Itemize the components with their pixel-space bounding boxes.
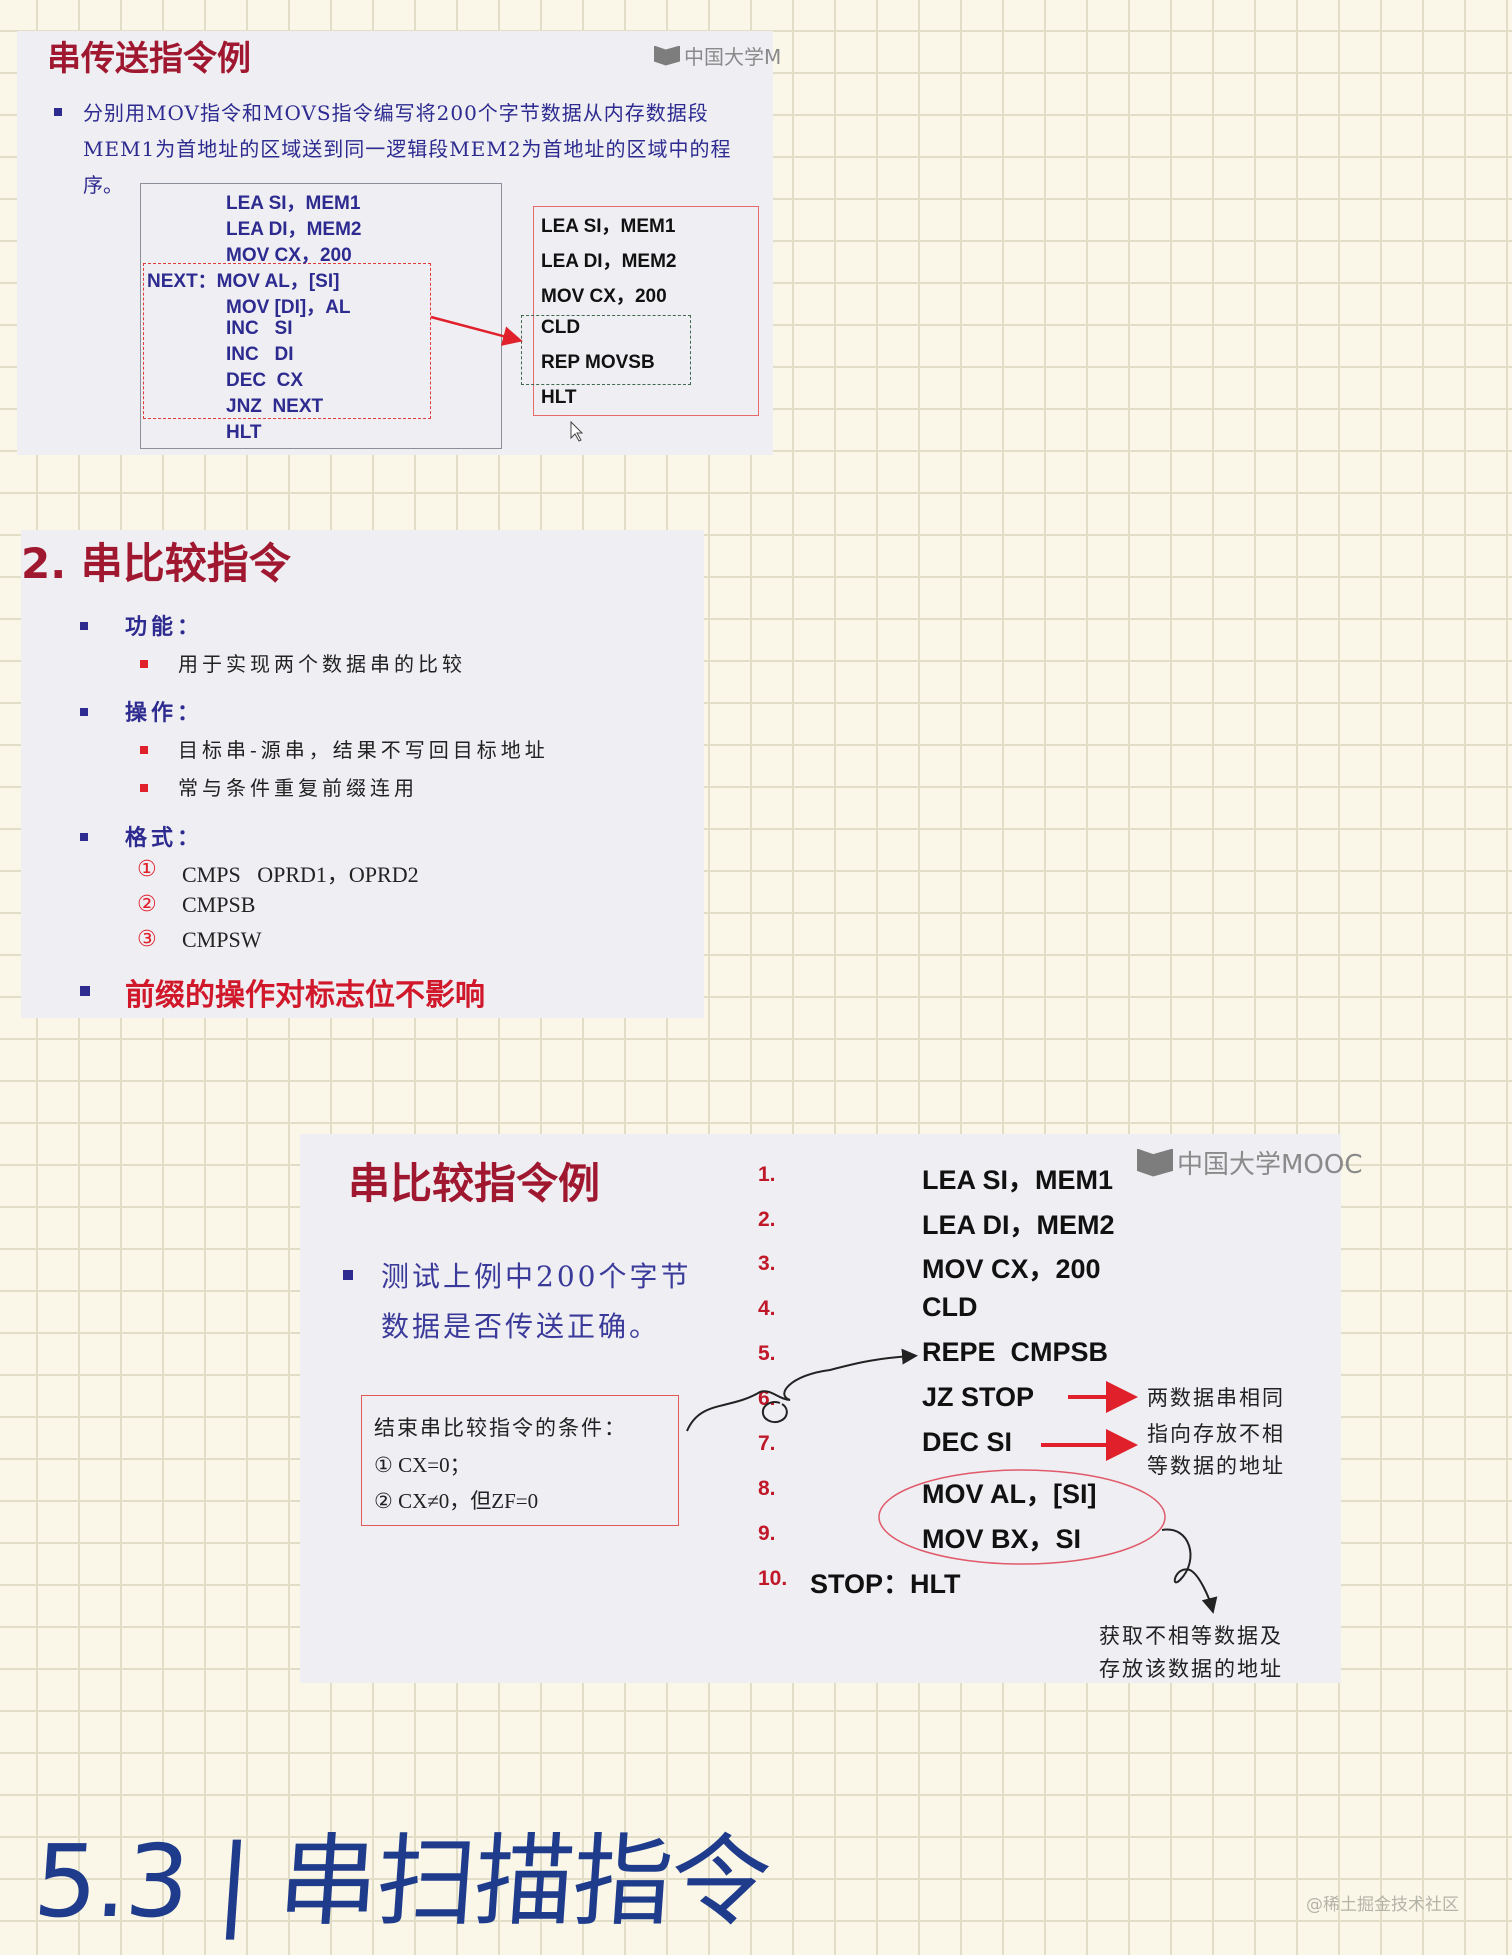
end-condition-1: 结束串比较指令的条件： xyxy=(374,1416,627,1440)
highlight-ellipse xyxy=(878,1469,1166,1565)
left-code-1: LEA SI，MEM1 xyxy=(226,193,361,214)
format-text-3: CMPSW xyxy=(182,927,262,952)
end-condition-3: ② CX≠0，但ZF=0 xyxy=(374,1489,539,1513)
left-code-4: NEXT：MOV AL，[SI] xyxy=(147,271,340,292)
line-num-7: 7. xyxy=(758,1432,776,1455)
left-code-8: DEC CX xyxy=(226,370,304,391)
code-line-5: REPE CMPSB xyxy=(922,1337,1109,1367)
left-code-2: LEA DI，MEM2 xyxy=(226,219,362,240)
red-bullet-icon xyxy=(140,784,148,792)
slide1-text-2: MEM1为首地址的区域送到同一逻辑段MEM2为首地址的区域中的程 xyxy=(83,137,732,161)
slide1-text-3: 序。 xyxy=(83,173,123,197)
format-text-2: CMPSB xyxy=(182,892,256,917)
right-code-5: REP MOVSB xyxy=(541,352,655,373)
slide1-text-1: 分别用MOV指令和MOVS指令编写将200个字节数据从内存数据段 xyxy=(83,101,709,125)
format-num-2: ② xyxy=(137,892,157,917)
line-num-5: 5. xyxy=(758,1342,776,1365)
mooc-logo-icon xyxy=(654,45,680,66)
annot-right-3: 等数据的地址 xyxy=(1147,1454,1285,1478)
code-line-6: JZ STOP xyxy=(922,1382,1035,1412)
operation-item-2: 常与条件重复前缀连用 xyxy=(178,776,418,800)
annot-right-2: 指向存放不相 xyxy=(1147,1422,1285,1446)
watermark: @稀土掘金技术社区 xyxy=(1306,1895,1459,1915)
operation-item-1: 目标串-源串，结果不写回目标地址 xyxy=(178,738,549,762)
end-condition-box xyxy=(361,1395,679,1526)
format-num-1: ① xyxy=(137,857,157,882)
bullet-icon xyxy=(54,108,62,116)
prefix-note: 前缀的操作对标志位不影响 xyxy=(125,978,485,1013)
slide-string-compare: 2. 串比较指令 功能： 用于实现两个数据串的比较 操作： 目标串-源串，结果不… xyxy=(21,530,704,1018)
handwritten-heading: 5.3 | 串扫描指令 xyxy=(30,1823,773,1940)
format-text-1: CMPS OPRD1，OPRD2 xyxy=(182,862,419,887)
section-format: 格式： xyxy=(125,825,204,851)
string-instr-dashed-box xyxy=(521,315,691,385)
line-num-2: 2. xyxy=(758,1208,776,1231)
function-item-1: 用于实现两个数据串的比较 xyxy=(178,652,466,676)
section-function: 功能： xyxy=(125,614,204,640)
right-code-4: CLD xyxy=(541,317,581,338)
annotation-marks xyxy=(686,1348,1218,1614)
section-operation: 操作： xyxy=(125,700,204,726)
handwritten-arrow-icon xyxy=(1161,1528,1218,1614)
mooc-logo: 中国大学M xyxy=(654,41,781,70)
left-code-7: INC DI xyxy=(226,344,294,365)
line-num-10: 10. xyxy=(758,1567,788,1590)
annot-bottom-1: 获取不相等数据及 xyxy=(1099,1624,1283,1648)
arrow-icon xyxy=(430,315,584,442)
right-code-3: MOV CX，200 xyxy=(541,286,667,307)
annot-bottom-2: 存放该数据的地址 xyxy=(1099,1657,1283,1681)
right-code-1: LEA SI，MEM1 xyxy=(541,216,676,237)
left-code-9: JNZ NEXT xyxy=(226,396,324,417)
cursor-icon xyxy=(570,420,584,442)
loop-dashed-box xyxy=(143,263,431,419)
bullet-icon xyxy=(343,1270,353,1280)
slide1-title: 串传送指令例 xyxy=(47,39,251,79)
red-bullet-icon xyxy=(140,746,148,754)
end-condition-2: ① CX=0； xyxy=(374,1453,471,1477)
code-line-2: LEA DI，MEM2 xyxy=(922,1210,1115,1240)
right-code-box xyxy=(533,206,759,416)
code-line-1: LEA SI，MEM1 xyxy=(922,1165,1114,1195)
slide3-title: 串比较指令例 xyxy=(348,1159,601,1208)
bullet-icon xyxy=(80,833,88,841)
line-num-8: 8. xyxy=(758,1477,776,1500)
annot-right-1: 两数据串相同 xyxy=(1147,1386,1285,1410)
right-code-6: HLT xyxy=(541,387,577,408)
left-code-6: INC SI xyxy=(226,318,293,339)
bullet-icon xyxy=(80,986,90,996)
code-line-10: STOP：HLT xyxy=(810,1569,961,1599)
handwritten-arrow-icon xyxy=(686,1348,918,1432)
line-num-9: 9. xyxy=(758,1522,776,1545)
code-line-7: DEC SI xyxy=(922,1427,1013,1457)
slide3-bullet-2: 数据是否传送正确。 xyxy=(381,1310,661,1343)
line-num-1: 1. xyxy=(758,1163,776,1186)
line-num-3: 3. xyxy=(758,1252,776,1275)
bullet-icon xyxy=(80,622,88,630)
left-code-10: HLT xyxy=(226,422,262,443)
red-bullet-icon xyxy=(140,660,148,668)
bullet-icon xyxy=(80,708,88,716)
left-code-3: MOV CX，200 xyxy=(226,245,352,266)
handwritten-loop-icon xyxy=(761,1401,788,1424)
slide2-title: 2. 串比较指令 xyxy=(21,539,291,588)
code-line-3: MOV CX，200 xyxy=(922,1254,1101,1284)
mooc-logo: 中国大学MOOC xyxy=(1137,1144,1363,1181)
right-code-2: LEA DI，MEM2 xyxy=(541,251,677,272)
code-line-4: CLD xyxy=(922,1292,978,1322)
left-code-5: MOV [DI]，AL xyxy=(226,297,351,318)
slide3-bullet-1: 测试上例中200个字节 xyxy=(381,1260,692,1293)
left-code-box xyxy=(140,183,502,449)
code-line-9: MOV BX，SI xyxy=(922,1524,1082,1554)
line-num-4: 4. xyxy=(758,1297,776,1320)
format-num-3: ③ xyxy=(137,927,157,952)
slide-compare-example: 串比较指令例 中国大学MOOC 测试上例中200个字节 数据是否传送正确。 结束… xyxy=(300,1134,1363,1683)
code-line-8: MOV AL，[SI] xyxy=(922,1479,1097,1509)
